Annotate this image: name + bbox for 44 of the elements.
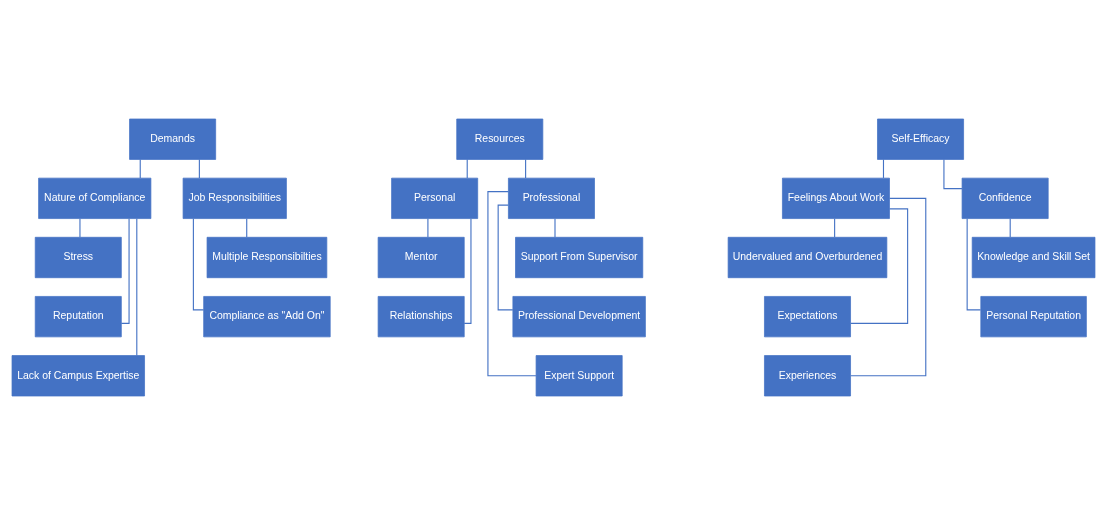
node-box: Undervalued and Overburdened bbox=[727, 236, 888, 278]
node-box: Stress bbox=[34, 236, 122, 278]
node-box: Knowledge and Skill Set bbox=[971, 236, 1096, 278]
node-box: Expert Support bbox=[535, 354, 623, 396]
node-box: Professional bbox=[508, 177, 595, 219]
connector bbox=[427, 217, 429, 238]
node-box: Expectations bbox=[764, 295, 851, 337]
node-box: Self-Efficacy bbox=[877, 118, 964, 160]
connector bbox=[554, 217, 556, 238]
node-box: Support From Supervisor bbox=[515, 236, 644, 278]
connector bbox=[139, 158, 141, 178]
node-box: Multiple Responsibilties bbox=[206, 236, 328, 278]
node-box: Confidence bbox=[961, 177, 1049, 219]
connector bbox=[1009, 217, 1011, 238]
node-box: Feelings About Work bbox=[782, 177, 890, 219]
connector bbox=[525, 158, 527, 178]
connector bbox=[943, 158, 963, 189]
connector bbox=[463, 217, 472, 324]
connector bbox=[136, 217, 138, 356]
connector bbox=[198, 158, 200, 178]
node-box: Job Responsibilities bbox=[182, 177, 287, 219]
connector bbox=[79, 217, 81, 238]
node-box: Nature of Compliance bbox=[38, 177, 152, 219]
connector bbox=[850, 207, 909, 324]
connector bbox=[497, 204, 514, 310]
connector bbox=[120, 217, 130, 324]
node-box: Compliance as "Add On" bbox=[203, 295, 331, 337]
node-box: Resources bbox=[456, 118, 544, 160]
connector bbox=[246, 217, 248, 238]
connector bbox=[466, 158, 468, 178]
connector bbox=[487, 190, 537, 376]
node-box: Personal Reputation bbox=[980, 295, 1087, 337]
node-box: Experiences bbox=[764, 354, 851, 396]
node-box: Mentor bbox=[377, 236, 465, 278]
connector bbox=[882, 158, 885, 178]
node-box: Professional Development bbox=[512, 295, 646, 337]
node-box: Personal bbox=[391, 177, 479, 219]
connector bbox=[834, 217, 836, 238]
node-box: Demands bbox=[129, 118, 217, 160]
node-box: Relationships bbox=[377, 295, 465, 337]
connector bbox=[192, 217, 205, 310]
node-box: Reputation bbox=[34, 295, 122, 337]
connector bbox=[850, 197, 927, 376]
node-box: Lack of Campus Expertise bbox=[11, 354, 145, 396]
